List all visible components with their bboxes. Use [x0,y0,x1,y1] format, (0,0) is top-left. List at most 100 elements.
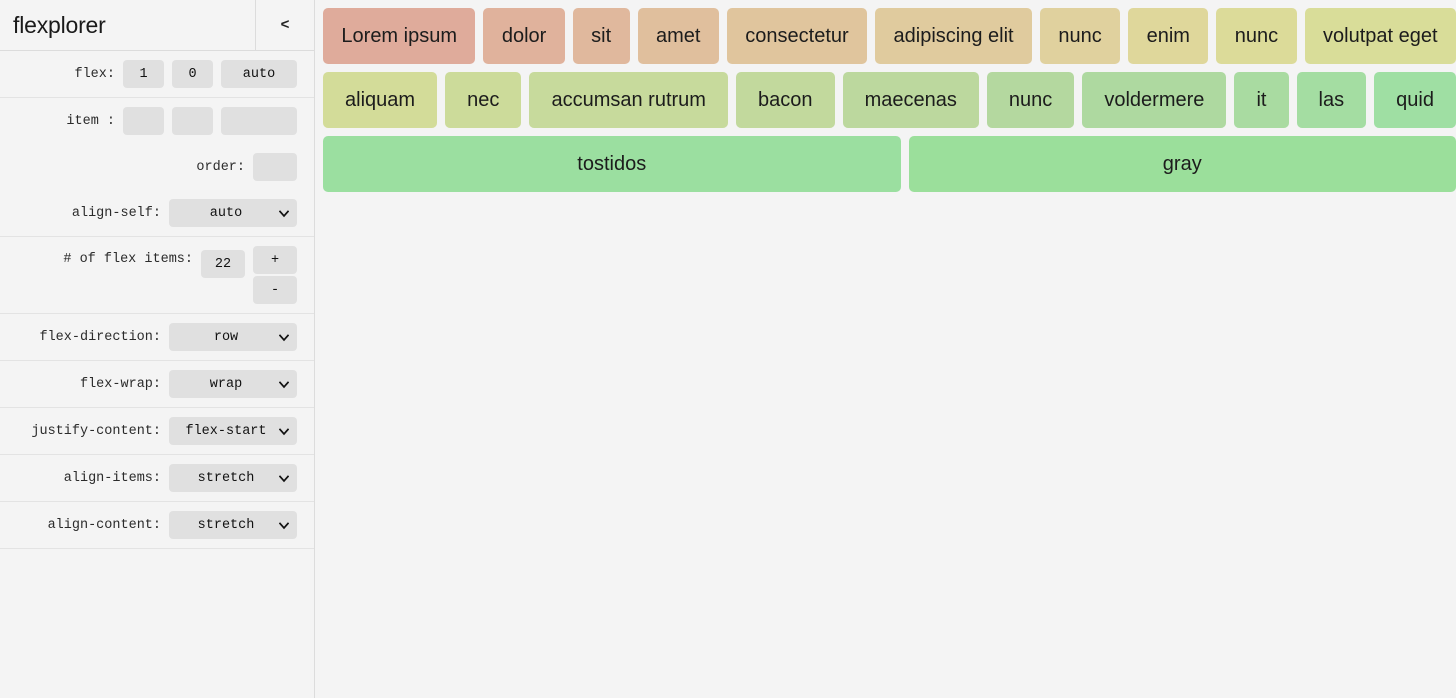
chevron-down-icon [279,427,289,436]
flex-shrink-input[interactable] [172,60,213,88]
flex-item-count-stepper: + - [253,246,297,304]
flex-item[interactable]: dolor [483,8,565,64]
align-content-select[interactable]: stretch [169,511,297,539]
flex-direction-value: row [213,329,239,345]
justify-content-row: justify-content: flex-start [0,408,314,454]
item-label: item : [66,113,115,129]
align-items-row: align-items: stretch [0,455,314,501]
flex-item-label: nunc [1008,88,1053,111]
flex-item-label: accumsan rutrum [551,88,706,111]
chevron-down-icon [279,209,289,218]
flex-item-label: maecenas [864,88,957,111]
item-flex-shrink-input[interactable] [172,107,213,135]
flex-direction-select[interactable]: row [169,323,297,351]
flex-wrap-select[interactable]: wrap [169,370,297,398]
flex-item[interactable]: consectetur [726,8,868,64]
flex-direction-row: flex-direction: row [0,314,314,360]
flex-item[interactable]: aliquam [323,72,438,128]
item-flex-basis-input[interactable] [221,107,297,135]
chevron-left-icon: < [280,16,290,34]
prop-section-flex-wrap: flex-wrap: wrap [0,361,314,408]
flex-grow-input[interactable] [123,60,164,88]
chevron-down-icon [279,521,289,530]
sidebar-collapse-button[interactable]: < [255,0,314,51]
prop-section-align-content: align-content: stretch [0,502,314,549]
sidebar-header: flexplorer < [0,0,314,51]
flex-wrap-row: flex-wrap: wrap [0,361,314,407]
flex-item-count-row: # of flex items: + - [0,237,314,313]
prop-section-justify-content: justify-content: flex-start [0,408,314,455]
flex-item[interactable]: gray [908,136,1456,192]
flex-item-label: enim [1146,24,1190,47]
flex-item-label: voldermere [1104,88,1205,111]
decrement-button[interactable]: - [253,276,297,304]
flex-item-label: it [1256,88,1267,111]
chevron-down-icon [279,474,289,483]
flex-item[interactable]: nunc [1040,8,1121,64]
flex-item-label: Lorem ipsum [341,24,458,47]
item-properties-section: item : order: align-self: auto [0,98,314,237]
increment-button[interactable]: + [253,246,297,274]
flex-item-label: adipiscing elit [893,24,1014,47]
flex-item-count-section: # of flex items: + - [0,237,314,314]
flex-item-label: bacon [758,88,813,111]
flex-item-label: nunc [1058,24,1102,47]
flex-shorthand-row: flex: [0,51,314,97]
item-flex-grow-input[interactable] [123,107,164,135]
justify-content-label: justify-content: [31,423,161,439]
justify-content-select[interactable]: flex-start [169,417,297,445]
flex-item[interactable]: las [1296,72,1367,128]
flex-item[interactable]: amet [637,8,719,64]
flex-basis-input[interactable] [221,60,297,88]
flex-item[interactable]: adipiscing elit [875,8,1032,64]
flex-item-label: sit [591,24,612,47]
align-content-value: stretch [197,517,255,533]
flex-item-label: aliquam [345,88,416,111]
flex-item[interactable]: bacon [735,72,835,128]
page-title: flexplorer [13,11,106,38]
order-input[interactable] [253,153,297,181]
flex-item-label: amet [655,24,701,47]
flex-item-count-input[interactable] [201,250,245,278]
chevron-down-icon [279,333,289,342]
flex-item[interactable]: nec [445,72,522,128]
flex-item[interactable]: sit [572,8,630,64]
flex-item-label: dolor [501,24,547,47]
align-self-value: auto [209,205,243,221]
flex-item[interactable]: it [1234,72,1289,128]
align-items-label: align-items: [63,470,161,486]
flex-item-label: tostidos [577,152,647,175]
flex-item[interactable]: Lorem ipsum [323,8,476,64]
flex-item[interactable]: maecenas [842,72,979,128]
flex-item[interactable]: quid [1374,72,1456,128]
flex-item-label: quid [1396,88,1434,111]
item-flex-row: item : [0,98,314,144]
item-order-row: order: [0,144,314,190]
align-items-select[interactable]: stretch [169,464,297,492]
flex-item-label: gray [1162,152,1202,175]
flex-item[interactable]: tostidos [323,136,901,192]
flex-wrap-label: flex-wrap: [79,376,161,392]
flex-item[interactable]: nunc [986,72,1075,128]
flex-item[interactable]: volutpat eget [1304,8,1456,64]
flex-item-label: nec [467,88,500,111]
flex-item-label: nunc [1234,24,1279,47]
order-label: order: [196,159,245,175]
flex-wrap-value: wrap [209,376,243,392]
flex-item-count-label: # of flex items: [63,252,193,267]
flex-item[interactable]: nunc [1216,8,1297,64]
align-content-row: align-content: stretch [0,502,314,548]
chevron-down-icon [279,380,289,389]
flex-label: flex: [74,66,115,82]
flex-item-label: las [1318,88,1345,111]
align-self-label: align-self: [71,205,161,221]
flex-canvas: Lorem ipsum dolor sit amet consectetur adipis… [315,0,1456,698]
prop-section-align-items: align-items: stretch [0,455,314,502]
flex-item[interactable]: voldermere [1082,72,1227,128]
sidebar: flexplorer < flex: item : order: [0,0,315,698]
align-self-select[interactable]: auto [169,199,297,227]
align-items-value: stretch [197,470,255,486]
flex-item[interactable]: accumsan rutrum [529,72,728,128]
flex-item[interactable]: enim [1128,8,1209,64]
